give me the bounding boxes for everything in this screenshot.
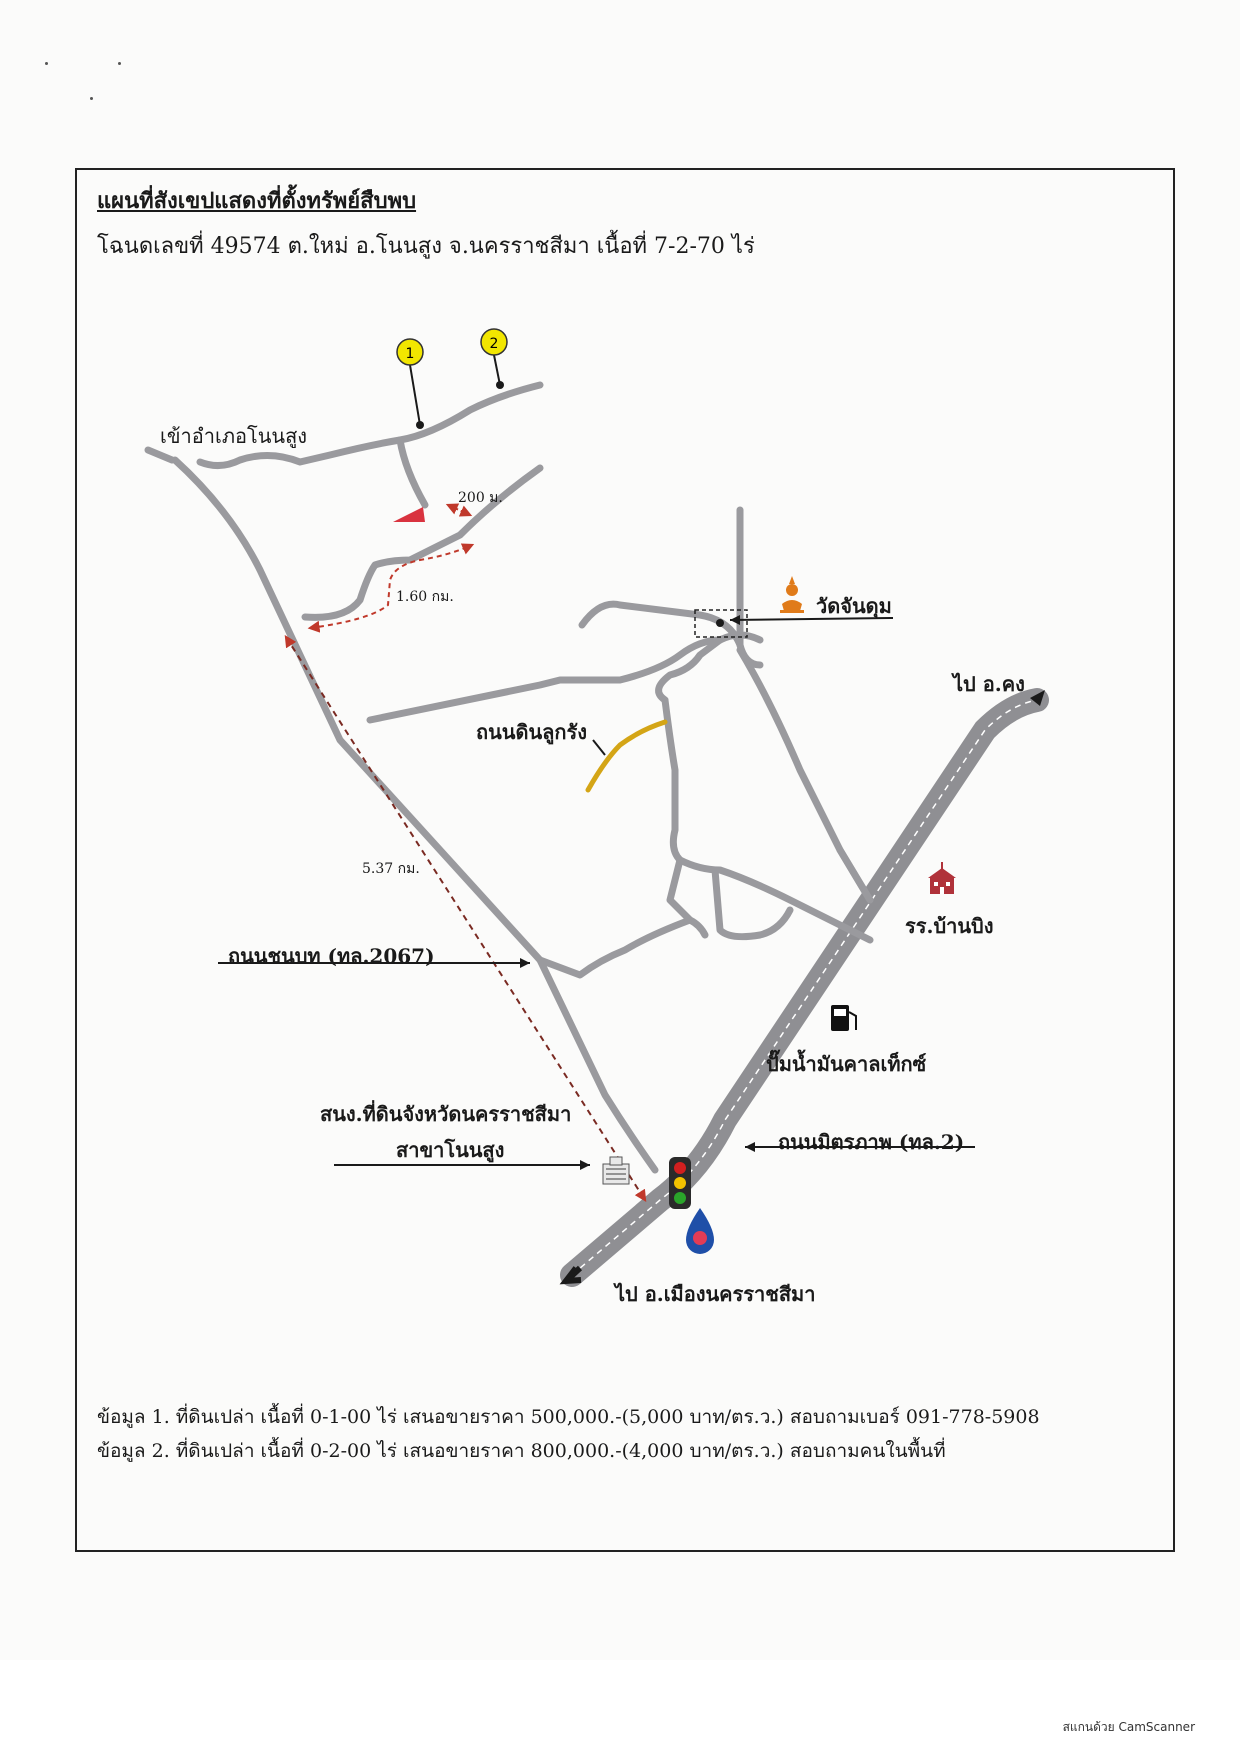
- arrow-to-kong-icon: [1030, 690, 1045, 706]
- map-frame: [75, 168, 1175, 1552]
- label-laterite-road: ถนนดินลูกรัง: [476, 720, 587, 744]
- traffic-light-icon: [669, 1157, 691, 1209]
- marker-1-label: 1: [406, 346, 415, 362]
- marker-2-point: [496, 381, 504, 389]
- label-rural-road: ถนนชนบท (ทล.2067): [228, 944, 435, 968]
- school-icon: [928, 862, 956, 894]
- marker-1: 1: [396, 338, 424, 366]
- info-line-2: ข้อมูล 2. ที่ดินเปล่า เนื้อที่ 0-2-00 ไร…: [97, 1440, 946, 1462]
- label-school: รร.บ้านบิง: [905, 914, 994, 938]
- label-gas-station: ปั๊มน้ำมันคาลเท็กซ์: [766, 1052, 927, 1076]
- label-dist-160km: 1.60 กม.: [396, 589, 454, 605]
- laterite-road: [585, 719, 668, 793]
- marker-2-leader: [493, 354, 501, 386]
- label-land-office-1: สนง.ที่ดินจังหวัดนครราชสีมา: [320, 1102, 572, 1126]
- dist-160km-arrow: [307, 543, 475, 633]
- government-office-icon: [602, 1156, 630, 1185]
- label-to-kong: ไป อ.คง: [953, 672, 1025, 696]
- subject-plot: [393, 507, 425, 522]
- temple-area-box: [694, 609, 748, 638]
- marker-2-label: 2: [490, 336, 499, 352]
- map-subtitle: โฉนดเลขที่ 49574 ต.ใหม่ อ.โนนสูง จ.นครรา…: [97, 234, 755, 259]
- buddha-icon: [780, 576, 804, 613]
- label-to-nonsung: เข้าอำเภอโนนสูง: [160, 424, 308, 448]
- label-dist-537km: 5.37 กม.: [362, 861, 420, 877]
- marker-1-point: [416, 421, 424, 429]
- map-title: แผนที่สังเขปแสดงที่ตั้งทรัพย์สืบพบ: [97, 188, 417, 214]
- marker-2: 2: [480, 328, 508, 356]
- fuel-pump-icon: [831, 1005, 857, 1031]
- arrow-to-mueang-icon: [559, 1265, 583, 1285]
- label-land-office-2: สาขาโนนสูง: [396, 1138, 505, 1162]
- scan-footer-strip: [0, 1660, 1240, 1755]
- scan-speck: [118, 62, 121, 65]
- ptt-logo-icon: [686, 1208, 714, 1254]
- scan-speck: [45, 62, 48, 65]
- dist-537km-arrow: [284, 634, 647, 1203]
- info-line-1: ข้อมูล 1. ที่ดินเปล่า เนื้อที่ 0-1-00 ไร…: [97, 1406, 1040, 1428]
- scan-speck: [90, 97, 93, 100]
- label-mittraphap-road: ถนนมิตรภาพ (ทล.2): [778, 1130, 965, 1154]
- scanner-watermark: สแกนด้วย CamScanner: [1062, 1720, 1195, 1734]
- temple-point: [716, 619, 724, 627]
- label-to-mueang: ไป อ.เมืองนครราชสีมา: [615, 1282, 816, 1306]
- label-dist-200m: 200 ม.: [458, 490, 503, 506]
- laterite-callout: [592, 739, 606, 756]
- temple-callout: [729, 617, 894, 621]
- marker-1-leader: [409, 364, 421, 426]
- label-temple: วัดจันดุม: [816, 594, 892, 618]
